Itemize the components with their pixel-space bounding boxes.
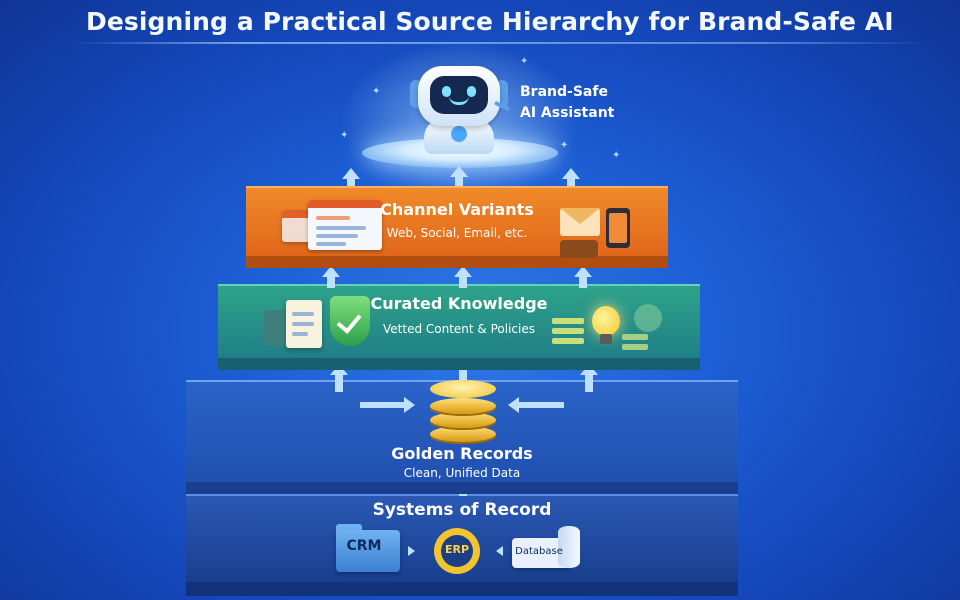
stack-bar	[622, 344, 648, 350]
phone-screen	[609, 213, 627, 243]
robot-face	[430, 76, 488, 114]
database-icon	[558, 526, 580, 568]
stack-bar	[552, 328, 584, 334]
chat-bubble-icon	[560, 240, 598, 258]
up-arrow-icon	[450, 166, 468, 177]
flow-arrow-shaft	[327, 276, 335, 288]
stack-bar	[552, 318, 584, 324]
tier-systems-of-record-edge	[186, 582, 738, 596]
up-arrow-icon	[322, 266, 340, 277]
robot-smile	[449, 96, 469, 105]
folder-icon	[336, 530, 400, 572]
inflow-arrow-left	[360, 402, 406, 408]
crm-label: CRM	[346, 538, 382, 554]
stack-bar	[622, 334, 648, 340]
tier-systems-of-record-label: Systems of Record	[372, 500, 552, 520]
tier-channel-variants-subtitle: Web, Social, Email, etc.	[386, 226, 528, 240]
envelope-flap	[560, 208, 600, 224]
up-arrow-icon	[454, 266, 472, 277]
tier-curated-knowledge-edge	[218, 358, 700, 370]
stack-bar	[552, 338, 584, 344]
flow-arrow-shaft	[585, 374, 593, 392]
arrow-left-icon	[508, 397, 519, 413]
tier-golden-records-subtitle: Clean, Unified Data	[403, 466, 521, 480]
assistant-label-line2: AI Assistant	[520, 105, 615, 121]
tier-golden-records-label: Golden Records	[391, 444, 533, 463]
coin-layer	[430, 426, 496, 442]
flow-arrow-shaft	[455, 176, 463, 190]
flow-arrow-shaft	[459, 362, 467, 380]
shield-check-icon	[330, 296, 370, 346]
robot-eye-right	[467, 86, 476, 97]
database-label: Database	[515, 546, 563, 557]
erp-label: ERP	[444, 543, 470, 556]
arrow-right-icon	[408, 546, 415, 556]
gear-hub	[441, 535, 473, 567]
tier-channel-variants-edge	[246, 256, 668, 268]
folder-tab	[336, 524, 362, 534]
database-coins-icon	[430, 380, 496, 398]
sparkle-icon: ✦	[612, 150, 621, 161]
tier-channel-variants-label: Channel Variants	[380, 200, 534, 219]
document-line	[292, 312, 314, 316]
document-line	[292, 332, 308, 336]
tier-golden-records-edge	[186, 482, 738, 494]
robot-eye-left	[442, 86, 451, 97]
arrow-right-icon	[404, 397, 415, 413]
lightbulb-base	[600, 334, 612, 344]
flow-arrow-shaft	[567, 178, 575, 190]
robot-badge	[451, 126, 467, 142]
flow-arrow-shaft	[335, 374, 343, 392]
flow-arrow-shaft	[579, 276, 587, 288]
assistant-label-line1: Brand-Safe	[520, 84, 608, 100]
up-arrow-icon	[574, 266, 592, 277]
flow-arrow-shaft	[459, 276, 467, 288]
inflow-arrow-right	[518, 402, 564, 408]
coin-layer	[430, 398, 496, 414]
document-line	[292, 322, 314, 326]
arrow-left-icon	[496, 546, 503, 556]
up-arrow-icon	[342, 168, 360, 179]
lightbulb-ghost-icon	[634, 304, 662, 332]
up-arrow-icon	[562, 168, 580, 179]
tier-curated-knowledge-label: Curated Knowledge	[370, 294, 548, 313]
browser-icon	[308, 200, 382, 250]
assistant-label: Brand-Safe AI Assistant	[520, 82, 640, 124]
lightbulb-icon	[592, 306, 620, 336]
flow-arrow-shaft	[347, 178, 355, 190]
tier-curated-knowledge-subtitle: Vetted Content & Policies	[383, 322, 535, 336]
coin-layer	[430, 412, 496, 428]
page-title: Designing a Practical Source Hierarchy f…	[86, 7, 894, 36]
